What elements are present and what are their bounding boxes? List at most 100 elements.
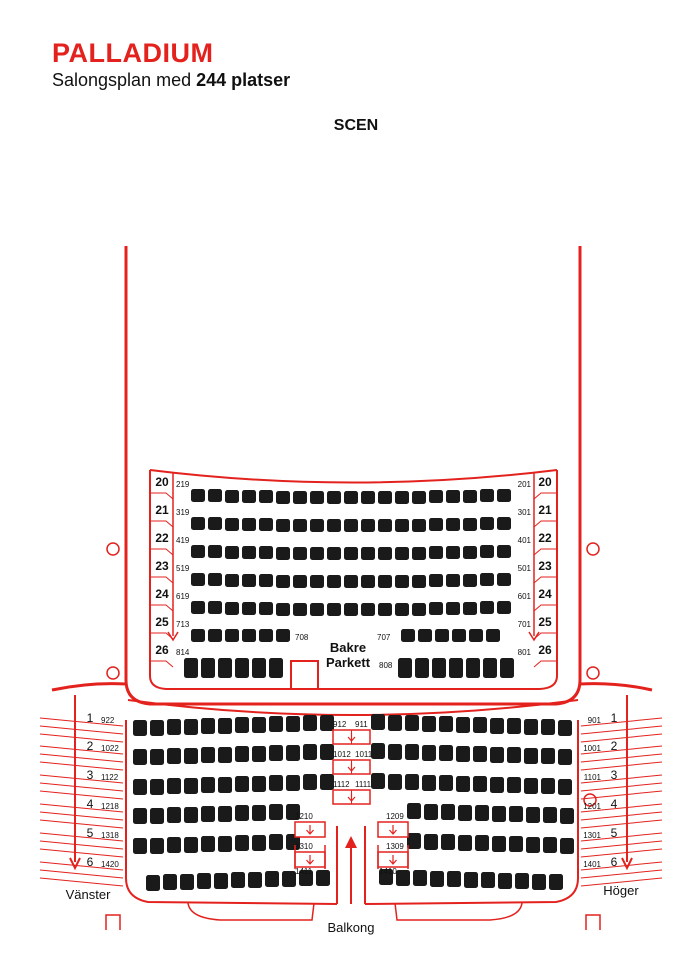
- seat-row-24[interactable]: [446, 602, 460, 615]
- seat-row-26b[interactable]: [415, 667, 429, 678]
- balkong-seat-row-5[interactable]: [201, 836, 215, 852]
- seat-row-21[interactable]: [378, 519, 392, 532]
- balkong-seat-row-2[interactable]: [524, 748, 538, 764]
- balkong-seat-row-5[interactable]: [235, 835, 249, 851]
- balkong-seat-row-1[interactable]: [218, 718, 232, 734]
- balkong-seat-row-4[interactable]: [252, 805, 266, 821]
- seat-row-23[interactable]: [259, 574, 273, 587]
- balkong-seat-row-6[interactable]: [447, 871, 461, 887]
- seat-row-21[interactable]: [259, 518, 273, 531]
- balkong-seat-row-6[interactable]: [464, 872, 478, 888]
- balkong-seat-row-1[interactable]: [320, 715, 334, 731]
- seat-row-20[interactable]: [344, 491, 358, 504]
- seat-row-24[interactable]: [429, 602, 443, 615]
- balkong-seat-row-2[interactable]: [184, 748, 198, 764]
- seat-row-21[interactable]: [310, 519, 324, 532]
- balkong-seat-row-3[interactable]: [269, 775, 283, 791]
- seat-row-23[interactable]: [463, 574, 477, 587]
- seat-row-20[interactable]: [225, 490, 239, 503]
- balkong-seat-row-2[interactable]: [252, 746, 266, 762]
- balkong-seat-row-1[interactable]: [490, 718, 504, 734]
- balkong-seat-row-4[interactable]: [150, 808, 164, 824]
- balkong-seat-row-6[interactable]: [379, 869, 393, 885]
- balkong-seat-row-4[interactable]: [184, 807, 198, 823]
- balkong-seat-row-2[interactable]: [133, 749, 147, 765]
- seat-row-23[interactable]: [429, 574, 443, 587]
- balkong-seat-row-2[interactable]: [507, 747, 521, 763]
- balkong-seat-row-1[interactable]: [558, 720, 572, 736]
- balkong-seat-row-2[interactable]: [405, 744, 419, 760]
- seat-row-23[interactable]: [327, 575, 341, 588]
- seat-row-20[interactable]: [361, 491, 375, 504]
- balkong-seat-row-5[interactable]: [150, 838, 164, 854]
- balkong-seat-row-4[interactable]: [167, 807, 181, 823]
- balkong-seat-row-1[interactable]: [388, 715, 402, 731]
- balkong-seat-row-5[interactable]: [167, 837, 181, 853]
- seat-row-23[interactable]: [276, 575, 290, 588]
- seat-row-23[interactable]: [344, 575, 358, 588]
- balkong-seat-row-3[interactable]: [371, 773, 385, 789]
- balkong-seat-row-6[interactable]: [299, 870, 313, 886]
- balkong-seat-row-6[interactable]: [282, 871, 296, 887]
- balkong-seat-row-5[interactable]: [407, 833, 421, 849]
- balkong-seat-row-1[interactable]: [252, 717, 266, 733]
- balkong-seat-row-3[interactable]: [235, 776, 249, 792]
- balkong-seat-row-2[interactable]: [456, 746, 470, 762]
- balkong-seat-row-1[interactable]: [201, 718, 215, 734]
- seat-row-22[interactable]: [412, 547, 426, 560]
- balkong-seat-row-6[interactable]: [197, 873, 211, 889]
- balkong-seat-row-1[interactable]: [507, 718, 521, 734]
- seat-row-22[interactable]: [310, 547, 324, 560]
- seat-row-21[interactable]: [463, 518, 477, 531]
- balkong-seat-row-5[interactable]: [252, 835, 266, 851]
- seat-row-20[interactable]: [378, 491, 392, 504]
- seat-row-20[interactable]: [463, 490, 477, 503]
- balkong-seat-row-3[interactable]: [490, 777, 504, 793]
- balkong-seat-row-2[interactable]: [269, 745, 283, 761]
- balkong-seat-row-1[interactable]: [524, 719, 538, 735]
- balkong-seat-row-5[interactable]: [424, 834, 438, 850]
- seat-row-26b[interactable]: [184, 667, 198, 678]
- seat-row-22[interactable]: [225, 546, 239, 559]
- balkong-seat-row-2[interactable]: [150, 749, 164, 765]
- balkong-seat-row-5[interactable]: [509, 836, 523, 852]
- balkong-seat-row-2[interactable]: [167, 748, 181, 764]
- seat-row-21[interactable]: [395, 519, 409, 532]
- seat-row-22[interactable]: [429, 546, 443, 559]
- balkong-seat-row-3[interactable]: [303, 774, 317, 790]
- seat-row-25[interactable]: [208, 629, 222, 642]
- balkong-seat-row-4[interactable]: [218, 806, 232, 822]
- balkong-seat-row-2[interactable]: [422, 745, 436, 761]
- balkong-seat-row-5[interactable]: [133, 838, 147, 854]
- seat-row-23[interactable]: [208, 573, 222, 586]
- seat-row-26b[interactable]: [449, 667, 463, 678]
- seat-row-26b[interactable]: [235, 667, 249, 678]
- balkong-seat-row-4[interactable]: [269, 804, 283, 820]
- seat-row-25[interactable]: [452, 629, 466, 642]
- balkong-seat-row-4[interactable]: [560, 808, 574, 824]
- balkong-seat-row-3[interactable]: [133, 779, 147, 795]
- balkong-seat-row-5[interactable]: [218, 836, 232, 852]
- seat-row-22[interactable]: [446, 546, 460, 559]
- seat-row-23[interactable]: [361, 575, 375, 588]
- balkong-seat-row-1[interactable]: [303, 715, 317, 731]
- balkong-seat-row-5[interactable]: [458, 835, 472, 851]
- balkong-seat-row-1[interactable]: [133, 720, 147, 736]
- balkong-seat-row-1[interactable]: [235, 717, 249, 733]
- seat-row-24[interactable]: [208, 601, 222, 614]
- seat-row-23[interactable]: [412, 575, 426, 588]
- balkong-seat-row-6[interactable]: [265, 871, 279, 887]
- seat-row-21[interactable]: [446, 518, 460, 531]
- balkong-seat-row-3[interactable]: [422, 775, 436, 791]
- balkong-seat-row-3[interactable]: [473, 776, 487, 792]
- seat-row-24[interactable]: [378, 603, 392, 616]
- balkong-seat-row-4[interactable]: [286, 804, 300, 820]
- seat-row-23[interactable]: [242, 574, 256, 587]
- seat-row-23[interactable]: [395, 575, 409, 588]
- balkong-seat-row-6[interactable]: [481, 872, 495, 888]
- balkong-seat-row-3[interactable]: [167, 778, 181, 794]
- balkong-seat-row-2[interactable]: [286, 745, 300, 761]
- seat-row-24[interactable]: [242, 602, 256, 615]
- seat-row-25[interactable]: [225, 629, 239, 642]
- seat-row-20[interactable]: [497, 489, 511, 502]
